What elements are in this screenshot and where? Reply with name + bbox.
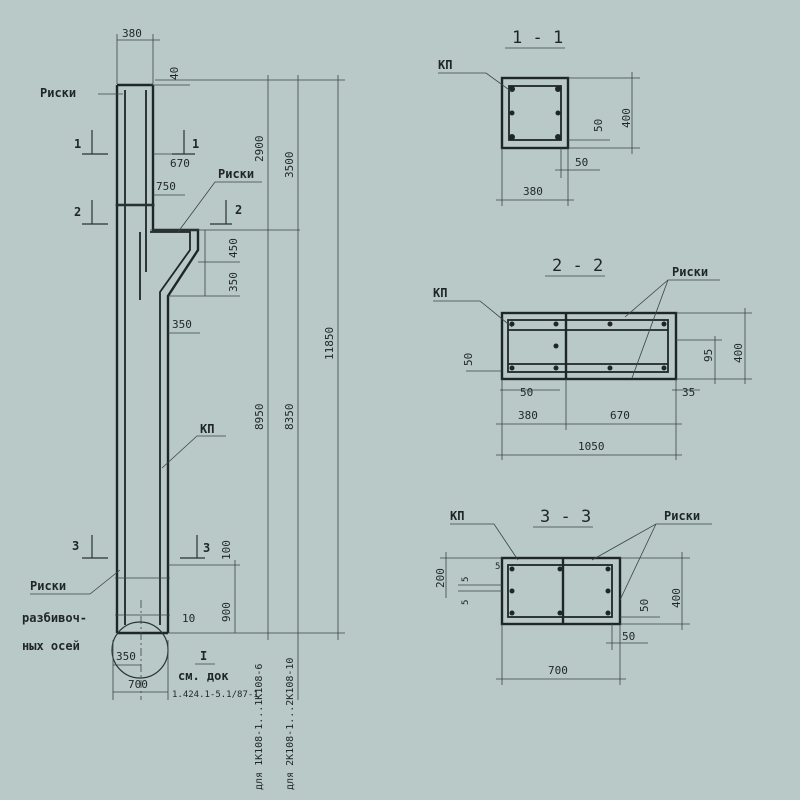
section-1-1-dim-50h: 50 — [575, 156, 588, 169]
rebar-corbel — [150, 231, 191, 625]
section-3-3-kp: КП — [450, 509, 464, 523]
section-1-1-outline — [500, 76, 570, 150]
section-1-1-dim-50v: 50 — [592, 119, 605, 132]
label-riski-mid: Риски — [218, 167, 254, 181]
section-3-3-stirrup — [507, 564, 613, 618]
dim-750-text: 750 — [156, 180, 176, 193]
section-1-1-kp: КП — [438, 58, 452, 72]
dim-10-text: 10 — [182, 612, 195, 625]
section-3-3-kp-leader — [450, 523, 519, 561]
cut-mark-2-left: 2 — [74, 200, 108, 225]
column-corbel-edge — [151, 205, 200, 633]
column-elevation: 380 40 2900 3500 11850 8950 8350 670 750… — [22, 27, 345, 790]
section-3-3-dim-50v: 50 — [638, 599, 651, 612]
label-kp: КП — [200, 422, 214, 436]
section-1-1-dim-400: 400 — [620, 108, 633, 128]
dim-450-text: 450 — [227, 238, 240, 258]
section-2-2-stirrup-outer — [507, 319, 669, 373]
cut-mark-1-right: 1 — [172, 130, 199, 155]
label-see-doc: см. док — [178, 669, 229, 683]
svg-text:3: 3 — [72, 539, 79, 553]
dim-350v-text: 350 — [227, 272, 240, 292]
svg-text:3: 3 — [203, 541, 210, 555]
section-3-3-dim-200: 200 — [434, 568, 447, 588]
section-2-2-dim-50l: 50 — [462, 353, 475, 366]
section-2-2-riski: Риски — [672, 265, 708, 279]
section-2-2-dim-380: 380 — [518, 409, 538, 422]
dim-670-text: 670 — [170, 157, 190, 170]
svg-text:2: 2 — [74, 205, 81, 219]
cut-mark-3-left: 3 — [72, 535, 108, 559]
section-1-1-title: 1 - 1 — [512, 28, 563, 48]
section-3-3-dim-5a: 5 — [495, 562, 500, 572]
section-2-2-dim-50b: 50 — [520, 386, 533, 399]
svg-text:2: 2 — [235, 203, 242, 217]
leader-riski-mid — [177, 181, 262, 233]
section-3-3: 3 - 3 КП Риски 200 5 5 5 400 50 50 700 — [434, 507, 712, 685]
leader-riski-bottom — [30, 569, 121, 595]
section-2-2-dim-670: 670 — [610, 409, 630, 422]
section-3-3-riski-leader-2 — [619, 523, 657, 601]
dim-3500-text: 3500 — [283, 152, 296, 179]
dim-8350-text: 8350 — [283, 404, 296, 431]
label-riski-bottom: Риски — [30, 579, 66, 593]
section-2-2-riski-leader-2 — [631, 279, 669, 379]
dim-8950-text: 8950 — [253, 404, 266, 431]
label-doc-ref: 1.424.1-5.1/87-1 — [172, 690, 259, 700]
dim-2900-text: 2900 — [253, 136, 266, 163]
section-2-2-kp: КП — [433, 286, 447, 300]
dim-11850-text: 11850 — [323, 327, 336, 360]
label-axes-1: разбивоч- — [22, 611, 87, 625]
section-2-2-outline — [500, 311, 678, 381]
section-2-2-dim-35: 35 — [682, 386, 695, 399]
section-3-3-dim-400: 400 — [670, 588, 683, 608]
section-3-3-riski: Риски — [664, 509, 700, 523]
section-3-3-title: 3 - 3 — [540, 507, 591, 527]
leader-kp — [161, 435, 226, 469]
dim-40-text: 40 — [168, 67, 181, 80]
cut-mark-1-left: 1 — [74, 130, 108, 155]
section-3-3-dim-5b: 5 — [461, 577, 471, 582]
section-2-2-title: 2 - 2 — [552, 256, 603, 276]
section-1-1-kp-leader — [438, 72, 513, 93]
dim-380-text: 380 — [122, 27, 142, 40]
label-for-1k: для 1К108-1...1К108-6 — [254, 664, 265, 790]
cut-mark-2-right: 2 — [210, 200, 242, 225]
section-2-2-riski-leader-1 — [624, 279, 720, 318]
section-2-2-dim-1050: 1050 — [578, 440, 605, 453]
cut-mark-3-right: 3 — [180, 535, 210, 559]
section-3-3-dim-50h: 50 — [622, 630, 635, 643]
label-axes-2: ных осей — [22, 639, 80, 653]
section-1-1-stirrup — [508, 85, 562, 141]
label-riski-top: Риски — [40, 86, 76, 100]
section-2-2-dim-400: 400 — [732, 343, 745, 363]
section-1-1: 1 - 1 КП 400 50 50 380 — [438, 28, 640, 206]
section-3-3-dim-5c: 5 — [461, 600, 471, 605]
dim-base-350-text: 350 — [116, 650, 136, 663]
dim-base-700-text: 700 — [128, 678, 148, 691]
svg-text:1: 1 — [192, 137, 199, 151]
dim-100-text: 100 — [220, 540, 233, 560]
section-2-2-dim-95: 95 — [702, 349, 715, 362]
section-2-2: 2 - 2 КП Риски 400 95 50 50 35 380 670 — [433, 256, 752, 460]
label-node: I — [200, 649, 207, 663]
label-for-2k: для 2К108-1...2К108-10 — [285, 658, 296, 790]
dim-900-text: 900 — [220, 602, 233, 622]
section-3-3-riski-leader-1 — [591, 523, 712, 561]
svg-text:1: 1 — [74, 137, 81, 151]
dim-350h-text: 350 — [172, 318, 192, 331]
section-1-1-dim-380: 380 — [523, 185, 543, 198]
column-upper-right-edge — [117, 85, 155, 207]
section-2-2-kp-leader — [433, 300, 513, 328]
section-3-3-dim-700: 700 — [548, 664, 568, 677]
